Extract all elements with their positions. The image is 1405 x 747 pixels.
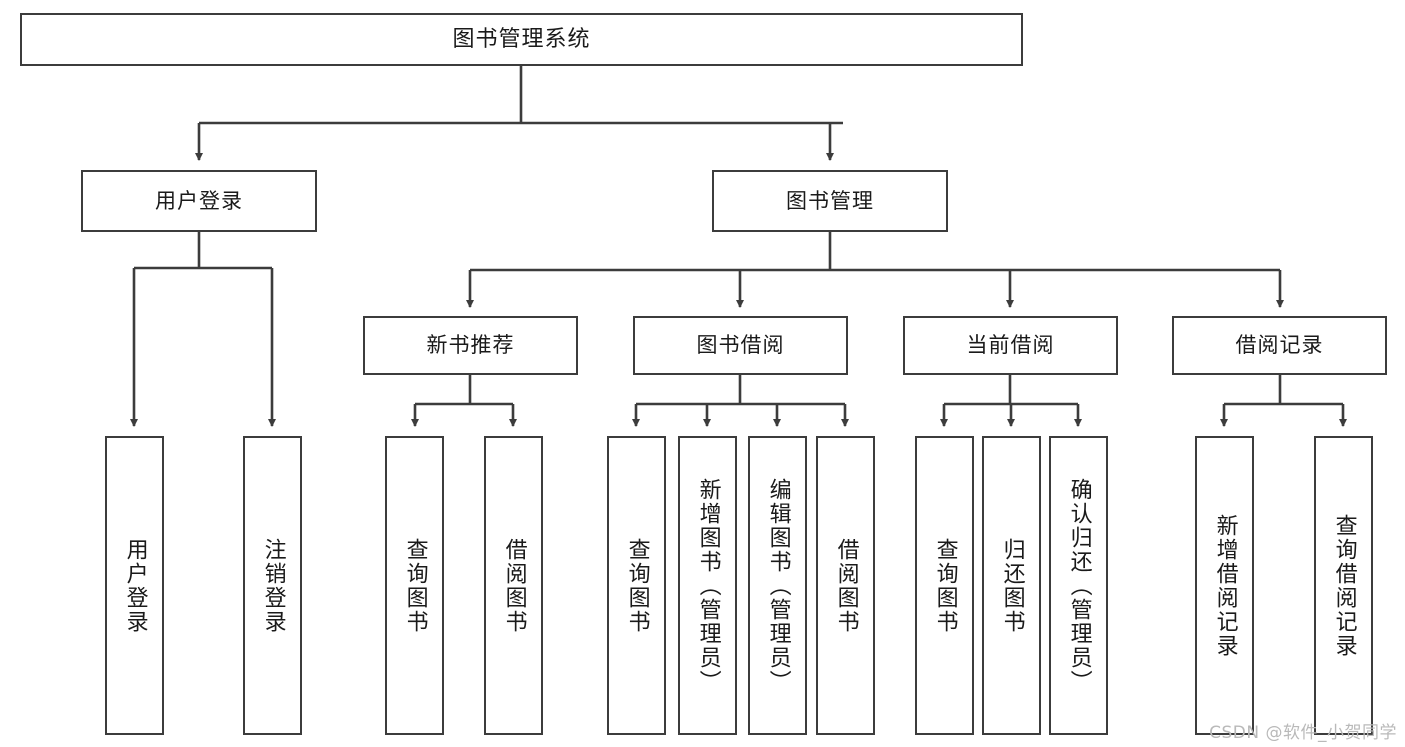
leaf-borrow-book-bor[interactable]: 借阅图书 — [816, 436, 875, 735]
node-book-borrow[interactable]: 图书借阅 — [633, 316, 848, 375]
leaf-borrow-book-rec-label: 借阅图书 — [501, 537, 527, 634]
leaf-return-book-label: 归还图书 — [999, 537, 1025, 634]
leaf-add-record[interactable]: 新增借阅记录 — [1195, 436, 1254, 735]
leaf-return-book[interactable]: 归还图书 — [982, 436, 1041, 735]
leaf-user-login-label: 用户登录 — [122, 537, 148, 634]
leaf-query-book-bor-label: 查询图书 — [624, 537, 650, 634]
leaf-confirm-return-label: 确认归还（管理员） — [1066, 477, 1092, 694]
node-borrow-record-label: 借阅记录 — [1235, 333, 1324, 357]
leaf-add-book-label: 新增图书（管理员） — [695, 477, 721, 694]
leaf-confirm-return[interactable]: 确认归还（管理员） — [1049, 436, 1108, 735]
node-user-login-label: 用户登录 — [155, 188, 243, 213]
leaf-query-book-cur[interactable]: 查询图书 — [915, 436, 974, 735]
leaf-borrow-book-rec[interactable]: 借阅图书 — [484, 436, 543, 735]
leaf-borrow-book-bor-label: 借阅图书 — [833, 537, 859, 634]
leaf-edit-book[interactable]: 编辑图书（管理员） — [748, 436, 807, 735]
node-borrow-record[interactable]: 借阅记录 — [1172, 316, 1387, 375]
node-user-login[interactable]: 用户登录 — [81, 170, 317, 232]
leaf-edit-book-label: 编辑图书（管理员） — [765, 477, 791, 694]
node-current-borrow-label: 当前借阅 — [966, 333, 1055, 357]
node-book-borrow-label: 图书借阅 — [696, 333, 785, 357]
leaf-query-book-bor[interactable]: 查询图书 — [607, 436, 666, 735]
node-book-manage[interactable]: 图书管理 — [712, 170, 948, 232]
node-new-book-recommend-label: 新书推荐 — [426, 333, 515, 357]
leaf-add-record-label: 新增借阅记录 — [1212, 513, 1238, 658]
node-book-manage-label: 图书管理 — [786, 188, 874, 213]
leaf-query-book-cur-label: 查询图书 — [932, 537, 958, 634]
csdn-watermark: CSDN @软件_小贺同学 — [1209, 723, 1397, 743]
leaf-user-login[interactable]: 用户登录 — [105, 436, 164, 735]
node-root[interactable]: 图书管理系统 — [20, 13, 1023, 66]
node-current-borrow[interactable]: 当前借阅 — [903, 316, 1118, 375]
leaf-query-book-rec[interactable]: 查询图书 — [385, 436, 444, 735]
leaf-query-record-label: 查询借阅记录 — [1331, 513, 1357, 658]
leaf-logout-label: 注销登录 — [260, 537, 286, 634]
node-root-label: 图书管理系统 — [452, 26, 591, 52]
leaf-logout[interactable]: 注销登录 — [243, 436, 302, 735]
leaf-query-record[interactable]: 查询借阅记录 — [1314, 436, 1373, 735]
node-new-book-recommend[interactable]: 新书推荐 — [363, 316, 578, 375]
leaf-add-book[interactable]: 新增图书（管理员） — [678, 436, 737, 735]
leaf-query-book-rec-label: 查询图书 — [402, 537, 428, 634]
